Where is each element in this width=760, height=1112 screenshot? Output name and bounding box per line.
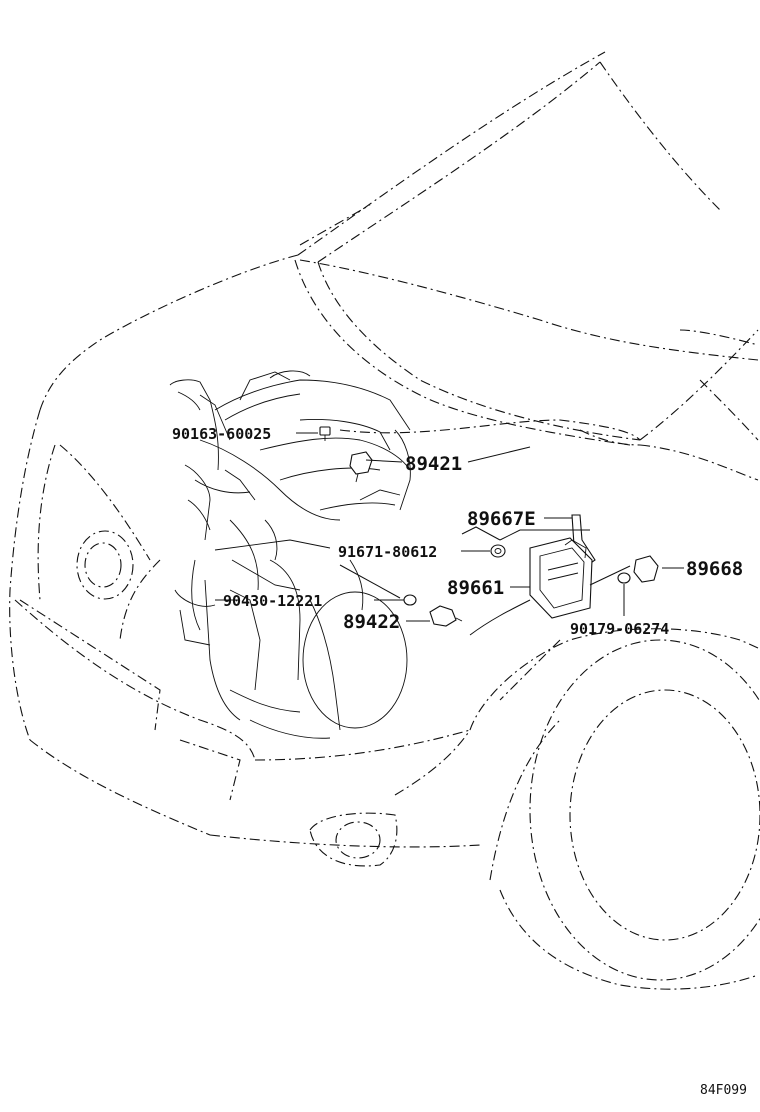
engine-block	[169, 370, 411, 739]
leader-lines	[296, 432, 684, 636]
part-label-90163-60025[interactable]: 90163-60025	[172, 425, 271, 443]
nut-91671-icon	[490, 544, 506, 558]
ecu-89661-icon	[529, 537, 593, 619]
part-label-90179-06274[interactable]: 90179-06274	[570, 620, 669, 638]
gasket-90430-icon	[403, 594, 417, 606]
vehicle-outline	[9, 51, 760, 990]
part-label-89667E[interactable]: 89667E	[467, 508, 536, 530]
figure-reference: 84F099	[700, 1083, 747, 1098]
part-label-90430-12221[interactable]: 90430-12221	[223, 592, 322, 610]
part-label-89668[interactable]: 89668	[686, 558, 743, 580]
bolt-90163-icon	[319, 426, 331, 441]
sensor-89422-icon	[429, 605, 463, 627]
part-label-89421[interactable]: 89421	[405, 453, 462, 475]
sensor-89421-icon	[349, 451, 373, 483]
nut-90179-icon	[617, 572, 631, 584]
part-label-89661[interactable]: 89661	[447, 577, 504, 599]
part-label-89422[interactable]: 89422	[343, 611, 400, 633]
part-label-91671-80612[interactable]: 91671-80612	[338, 543, 437, 561]
part-labels: 90163-60025 89421 89667E 91671-80612 896…	[172, 425, 743, 638]
bracket-89668-icon	[633, 555, 659, 583]
